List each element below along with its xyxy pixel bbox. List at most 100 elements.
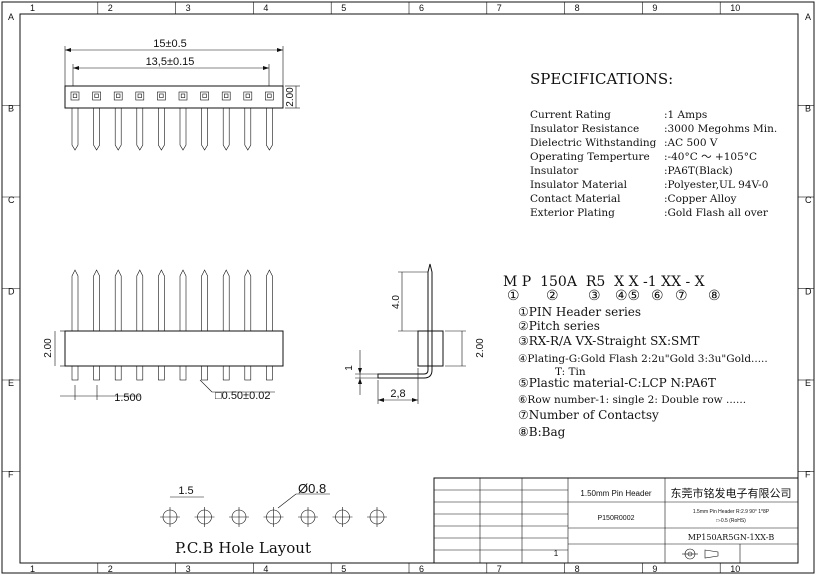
column-mark: 3	[186, 564, 191, 574]
dim-pin-label: □0.50±0.02	[215, 390, 271, 402]
part-code-marker: ②	[546, 288, 559, 304]
part-code-legend-item: ②Pitch series	[518, 319, 600, 333]
front-view-pins	[71, 269, 273, 381]
top-pin-center	[137, 93, 142, 98]
top-pin-square	[200, 91, 209, 101]
top-pin-square	[243, 91, 253, 101]
spec-value: :Polyester,UL 94V-0	[664, 179, 768, 191]
part-code-legend-item: ⑤Plastic material-C:LCP N:PA6T	[518, 376, 716, 390]
top-pin-square	[92, 91, 101, 101]
top-pin-square	[221, 91, 231, 101]
column-mark: 1	[30, 564, 35, 574]
part-code-legend-item: ③RX-R/A VX-Straight SX:SMT	[518, 334, 700, 348]
spec-label: Insulator	[530, 165, 579, 177]
dim-height-label: 2.00	[285, 87, 296, 107]
title-block: 1.50mm Pin Header 东莞市铭发电子有限公司 P150R0002 …	[433, 477, 799, 564]
column-mark: 5	[341, 564, 346, 574]
dim-pitch-label: 1.500	[114, 392, 142, 404]
top-pin-square	[157, 91, 166, 101]
dim-tail-len-label: 2,8	[390, 388, 405, 400]
front-pin-tail	[201, 365, 208, 381]
front-pin-top	[179, 269, 187, 331]
column-mark: 5	[341, 3, 346, 13]
column-mark: 4	[263, 564, 268, 574]
part-code-legend-item: ④Plating-G:Gold Flash 2:2u"Gold 3:3u"Gol…	[518, 353, 768, 365]
part-code: M P 150A R5 X X -1 XX - X	[503, 274, 705, 290]
top-pin-center	[72, 93, 78, 98]
spec-value: :PA6T(Black)	[664, 165, 733, 177]
column-mark: 6	[419, 3, 424, 13]
dim-tail-label: 1	[344, 365, 355, 371]
part-code-legend-item: T: Tin	[555, 366, 586, 378]
front-pin-tail	[114, 365, 122, 381]
front-pin-tail	[179, 365, 187, 381]
front-pin-top	[158, 269, 165, 331]
front-pin-top	[222, 269, 230, 331]
top-pin-leg	[222, 108, 230, 151]
top-pin-square	[70, 91, 80, 101]
column-mark: 6	[419, 564, 424, 574]
spec-label: Operating Temperture	[530, 151, 650, 163]
front-pin-top	[136, 269, 144, 331]
front-pin-tail	[71, 365, 79, 381]
part-code-legend-item: ①PIN Header series	[518, 305, 641, 319]
column-mark: 7	[497, 3, 502, 13]
front-view: 2.00 1.500 □0.50±0.02	[43, 269, 284, 404]
front-pin-tail	[158, 365, 165, 381]
column-mark: 10	[730, 564, 740, 574]
front-pin-tail	[244, 365, 252, 381]
top-pin-leg	[158, 108, 165, 151]
spec-label: Dielectric Withstanding	[530, 137, 657, 149]
spec-label: Contact Material	[530, 193, 621, 205]
top-pin-center	[202, 93, 207, 98]
side-view: 4.0 2.00 1 2,8	[344, 263, 486, 404]
top-pin-square	[113, 91, 123, 101]
column-mark: 3	[186, 3, 191, 13]
spec-value: :AC 500 V	[664, 137, 718, 149]
column-mark: 10	[730, 3, 740, 13]
spec-label: Current Rating	[530, 109, 611, 121]
front-pin-tail	[222, 365, 230, 381]
tb-description-2: □-0.5 (RoHS)	[716, 518, 746, 524]
pcb-hole-layout: 1.5 Ø0.8 P.C.B Hole Layout	[160, 481, 387, 557]
tb-part-no: MP150AR5GN-1XX-B	[688, 533, 775, 542]
spec-value: :3000 Megohms Min.	[664, 123, 777, 135]
front-pin-tail	[266, 365, 273, 381]
top-pin-leg	[114, 108, 122, 151]
dim-pitch-span-label: 13,5±0.15	[146, 56, 195, 68]
row-mark: D	[805, 286, 812, 296]
top-pin-center	[267, 93, 272, 98]
top-pin-center	[159, 93, 164, 98]
spec-value: :Gold Flash all over	[664, 207, 769, 219]
specifications-title: SPECIFICATIONS:	[530, 70, 673, 88]
top-view: 15±0.5 13,5±0.15 2.00	[64, 38, 300, 151]
specifications-block: SPECIFICATIONS: Current Rating:1 AmpsIns…	[530, 70, 777, 219]
top-pin-center	[180, 93, 186, 98]
top-pin-center	[245, 93, 250, 98]
row-mark: F	[8, 469, 14, 479]
front-pin-top	[266, 269, 273, 331]
insulator-front	[64, 330, 284, 367]
front-pin-top	[201, 269, 208, 331]
part-code-marker: ⑦	[675, 288, 688, 304]
row-mark: F	[805, 469, 811, 479]
column-mark: 8	[575, 564, 580, 574]
top-pin-square	[178, 91, 188, 101]
top-view-pins	[70, 91, 274, 151]
part-code-marker: ⑥	[651, 288, 664, 304]
front-pin-top	[114, 269, 122, 331]
insulator-top	[64, 85, 284, 109]
part-code-legend-item: ⑧B:Bag	[518, 425, 566, 439]
front-pin-top	[93, 269, 100, 331]
top-pin-square	[135, 91, 145, 101]
dim-overall-label: 15±0.5	[153, 38, 187, 50]
spec-label: Insulator Material	[530, 179, 628, 191]
spec-label: Insulator Resistance	[530, 123, 639, 135]
tb-description-1: 1.5mm Pin Header R:2.9 90° 1*8P	[693, 509, 770, 515]
